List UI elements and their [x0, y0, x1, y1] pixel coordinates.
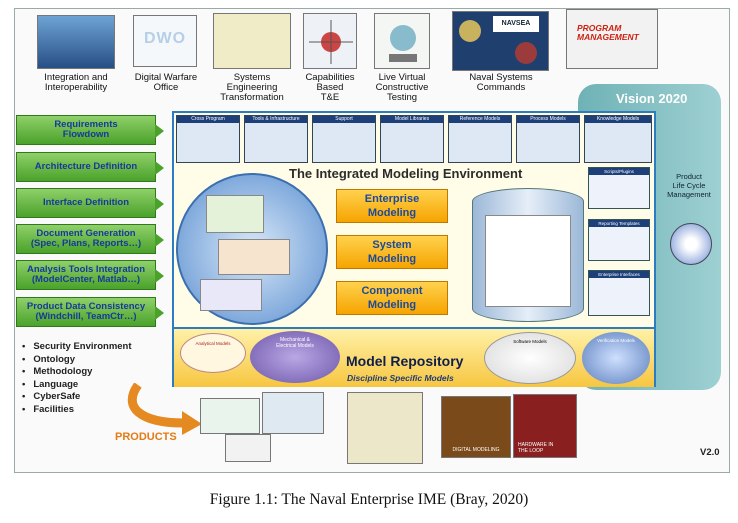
tab-label: Cross Program — [177, 116, 239, 123]
seal-icon — [515, 42, 537, 64]
top-label: Capabilities Based T&E — [305, 72, 355, 103]
tab-model-libraries: Model Libraries — [380, 115, 444, 163]
top-label: Systems Engineering Transformation — [220, 72, 284, 103]
side-tool-label: Scripts/Plugins — [589, 168, 649, 175]
side-tool-label: Enterprise Interfaces — [589, 271, 649, 278]
model-screenshot — [485, 215, 571, 307]
interface-definition-box: Interface Definition — [16, 188, 164, 218]
modeling-sphere — [176, 173, 328, 325]
products-label: PRODUCTS — [115, 431, 177, 443]
analysis-tools-box: Analysis Tools Integration (ModelCenter,… — [16, 260, 164, 290]
verification-models-bubble: Verification Models — [582, 332, 650, 384]
plm-cycle-icon — [670, 223, 712, 265]
mechanical-models-bubble: Mechanical & Electrical Models — [250, 331, 340, 383]
tab-label: Model Libraries — [381, 116, 443, 123]
navsea-image: NAVSEA — [452, 11, 549, 71]
model-screenshot — [218, 239, 290, 275]
enterprise-interfaces-panel: Enterprise Interfaces — [588, 270, 650, 316]
bullet-list: Security Environment Ontology Methodolog… — [22, 341, 132, 417]
dwo-logo-text: DWO — [143, 30, 187, 47]
network-icon — [309, 20, 353, 64]
product-image — [225, 434, 271, 462]
repository-subtitle: Discipline Specific Models — [347, 373, 454, 383]
curved-arrow-icon — [127, 383, 202, 435]
top-label: Live Virtual Constructive Testing — [375, 72, 429, 103]
version-label: V2.0 — [700, 447, 720, 458]
component-modeling-box: Component Modeling — [336, 281, 448, 315]
bullet-item: Security Environment — [22, 341, 131, 354]
tab-cross-program: Cross Program — [176, 115, 240, 163]
product-image: HARDWARE IN THE LOOP — [513, 394, 577, 458]
model-screenshot — [206, 195, 264, 233]
scripts-plugins-panel: Scripts/Plugins — [588, 167, 650, 209]
product-image: DIGITAL MODELING — [441, 396, 511, 458]
tab-label: Support — [313, 116, 375, 123]
ime-title: The Integrated Modeling Environment — [289, 166, 523, 181]
figure-caption: Figure 1.1: The Naval Enterprise IME (Br… — [209, 491, 529, 508]
tab-reference-models: Reference Models — [448, 115, 512, 163]
requirements-flowdown-box: Requirements Flowdown — [16, 115, 164, 145]
systems-engineering-image — [213, 13, 291, 69]
reporting-templates-panel: Reporting Templates — [588, 219, 650, 261]
top-label: Naval Systems Commands — [469, 72, 533, 93]
repository-cylinder — [472, 188, 584, 322]
model-screenshot — [200, 279, 262, 311]
enterprise-modeling-box: Enterprise Modeling — [336, 189, 448, 223]
top-label: Integration and Interoperability — [44, 72, 108, 93]
tab-support: Support — [312, 115, 376, 163]
bullet-item: Ontology — [22, 354, 132, 367]
tab-label: Tools & Infrastructure — [245, 116, 307, 123]
analytical-models-bubble: Analytical Models — [180, 333, 246, 373]
program-management-text: PROGRAM MANAGEMENT — [577, 23, 639, 42]
vision-title: Vision 2020 — [616, 91, 688, 106]
tab-label: Knowledge Models — [585, 116, 651, 123]
product-data-box: Product Data Consistency (Windchill, Tea… — [16, 297, 164, 327]
capabilities-image — [303, 13, 357, 69]
tab-knowledge-models: Knowledge Models — [584, 115, 652, 163]
top-label: Digital Warfare Office — [134, 72, 198, 93]
lvc-testing-image — [374, 13, 430, 69]
integration-image — [37, 15, 115, 69]
product-caption: HARDWARE IN THE LOOP — [518, 442, 554, 454]
tab-process-models: Process Models — [516, 115, 580, 163]
bullet-item: CyberSafe — [22, 391, 132, 404]
product-caption: DIGITAL MODELING — [452, 447, 500, 453]
repo-model-label: Verification Models — [597, 338, 635, 343]
product-image — [347, 392, 423, 464]
seal-icon — [459, 20, 481, 42]
repo-model-label: Analytical Models — [195, 341, 231, 346]
software-models-bubble: Software Models — [484, 332, 576, 384]
repo-model-label: Software Models — [513, 339, 547, 344]
bullet-item: Facilities — [22, 404, 132, 417]
bullet-item: Methodology — [22, 366, 132, 379]
tab-tools: Tools & Infrastructure — [244, 115, 308, 163]
program-management-image: PROGRAM MANAGEMENT — [566, 9, 658, 69]
product-image — [200, 398, 260, 434]
tab-label: Process Models — [517, 116, 579, 123]
globe-icon — [389, 25, 417, 62]
tab-label: Reference Models — [449, 116, 511, 123]
navsea-logo-text: NAVSEA — [493, 16, 539, 32]
document-generation-box: Document Generation (Spec, Plans, Report… — [16, 224, 164, 254]
dwo-logo: DWO — [133, 15, 197, 67]
system-modeling-box: System Modeling — [336, 235, 448, 269]
plm-label: Product Life Cycle Management — [667, 172, 711, 199]
repo-model-label: Mechanical & Electrical Models — [276, 337, 314, 349]
side-tool-label: Reporting Templates — [589, 220, 649, 227]
product-image — [262, 392, 324, 434]
repository-title: Model Repository — [346, 353, 464, 369]
bullet-item: Language — [22, 379, 132, 392]
architecture-definition-box: Architecture Definition — [16, 152, 164, 182]
